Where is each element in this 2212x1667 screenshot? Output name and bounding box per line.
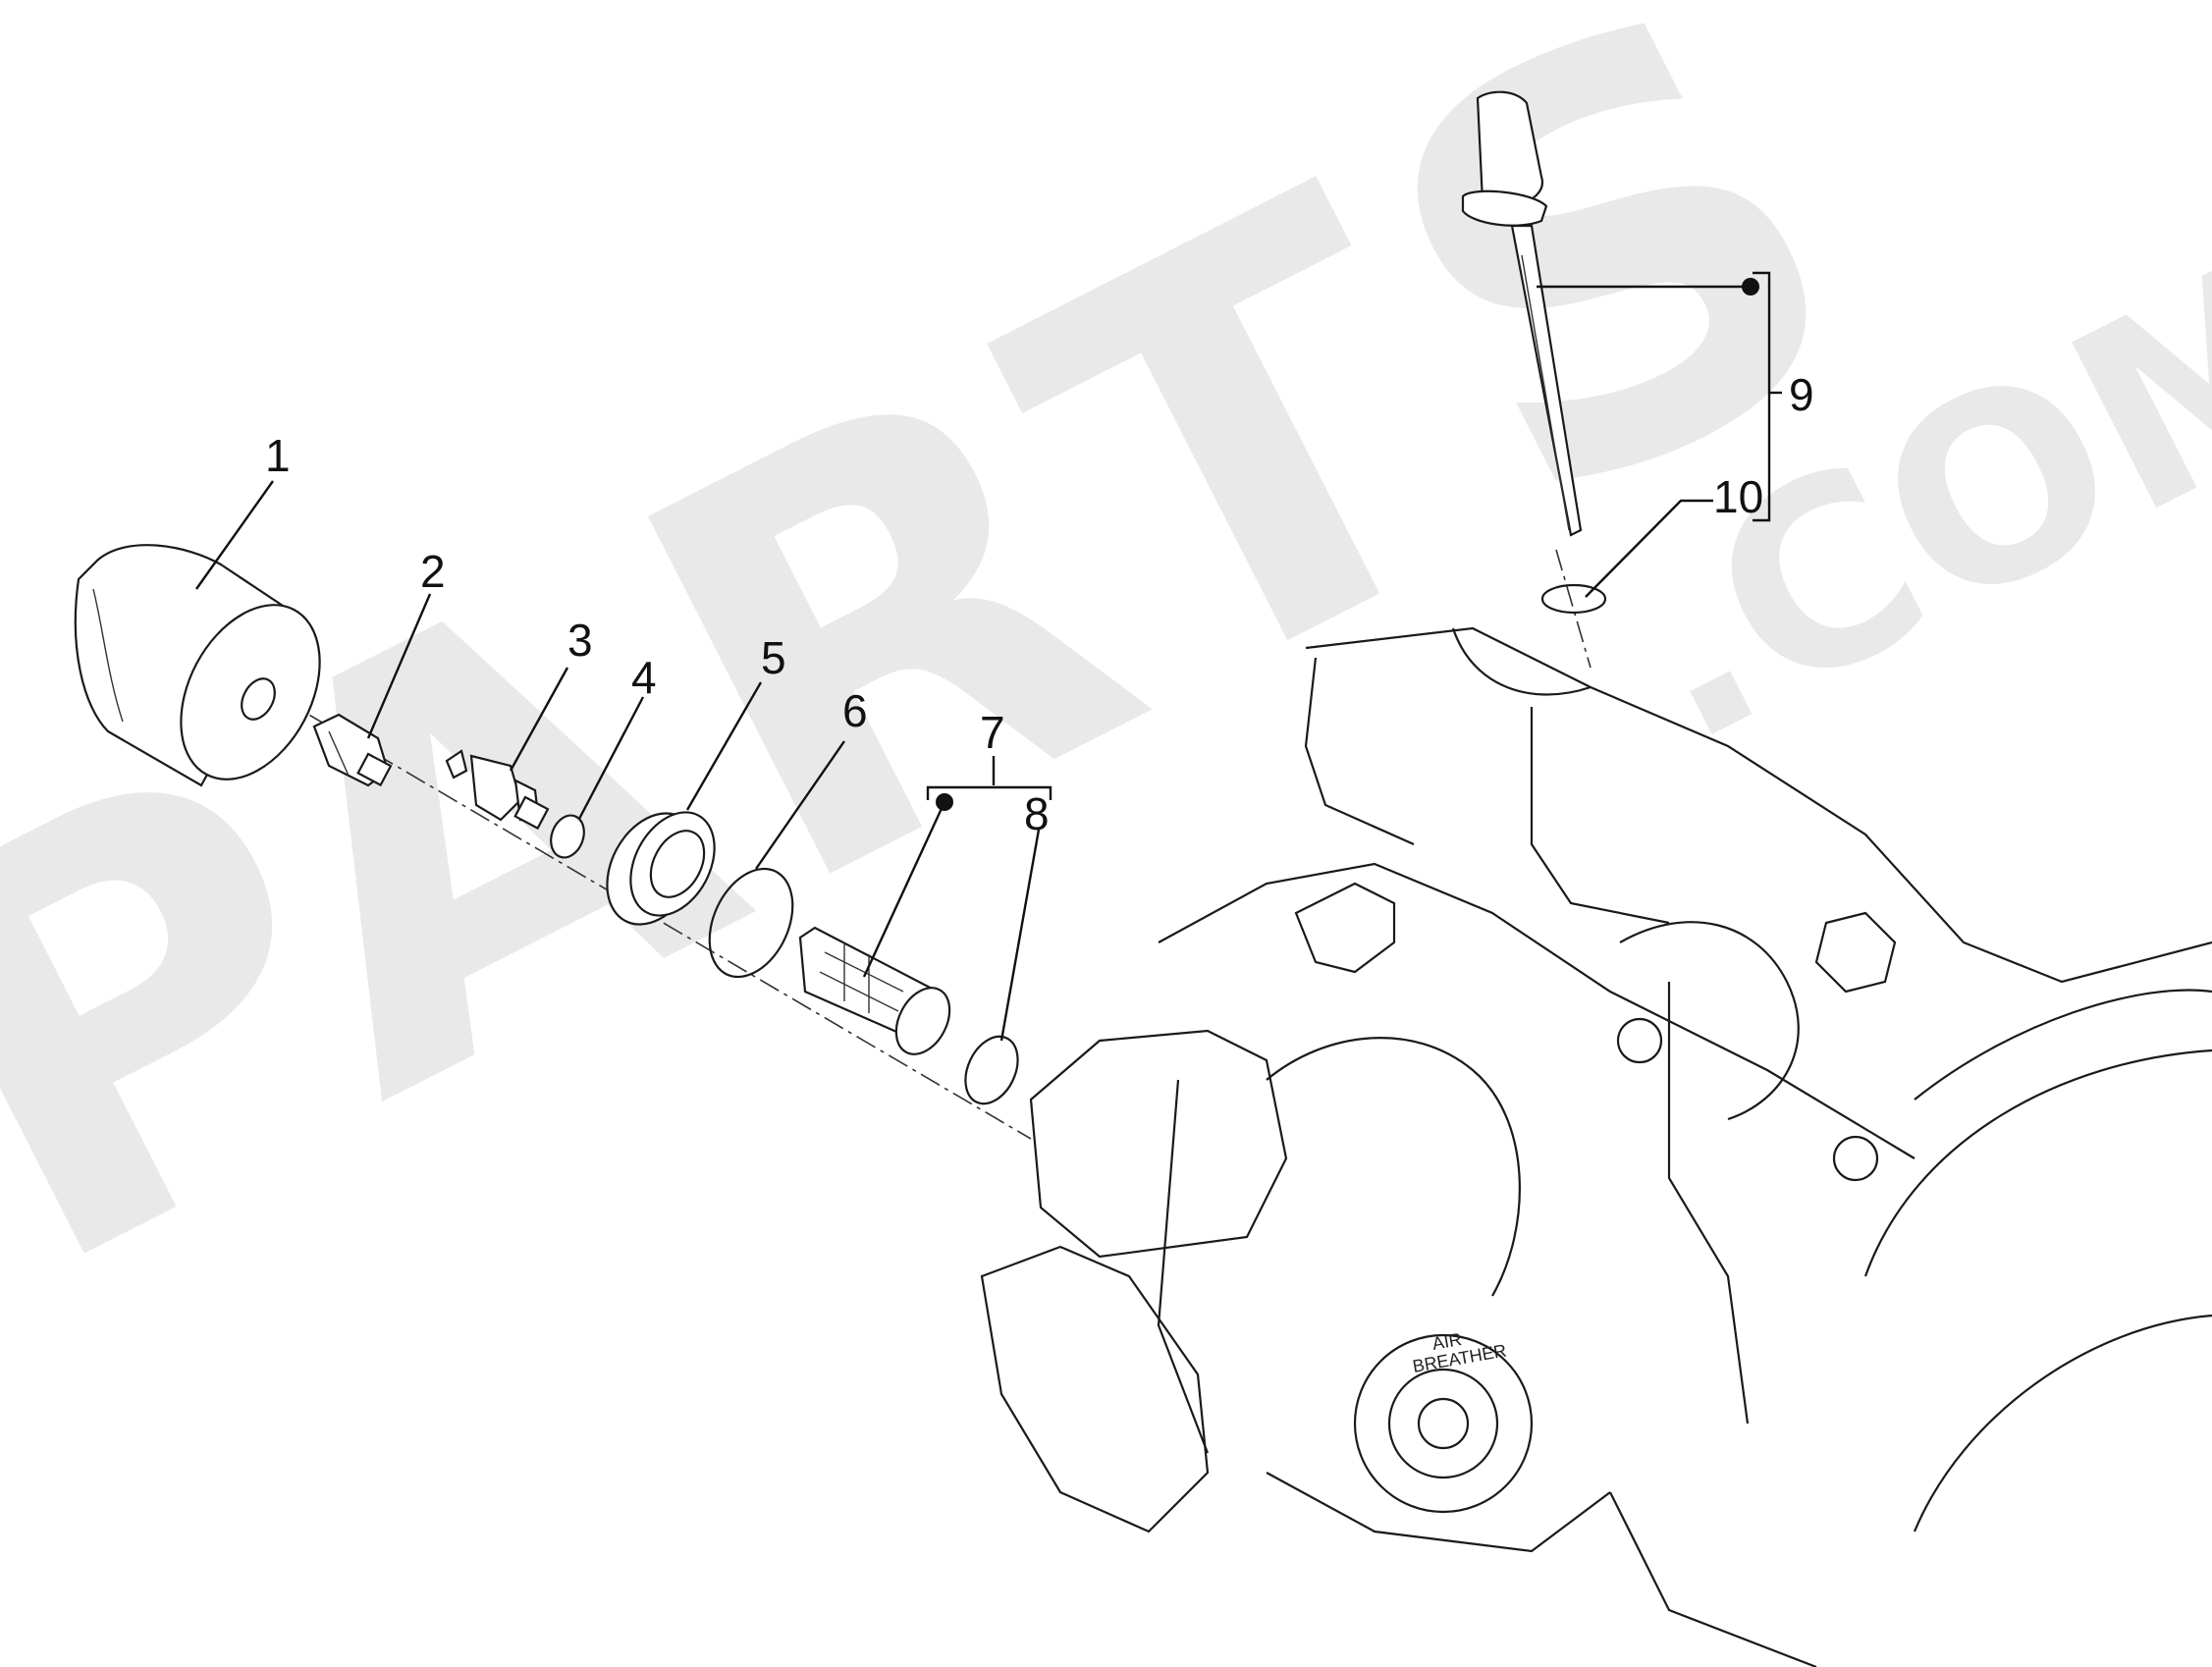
part-o-ring-small [964, 1035, 1019, 1105]
callout-5: 5 [761, 632, 786, 683]
part-o-ring-large [708, 867, 794, 979]
part-filter-cap [606, 811, 716, 926]
callout-9: 9 [1789, 369, 1814, 420]
part-dipstick [1461, 90, 1583, 537]
callout-6: 6 [842, 685, 868, 736]
callout-4: 4 [631, 652, 657, 703]
part-washer [550, 814, 585, 859]
engine-assembly [980, 626, 2212, 1667]
part-strainer [798, 926, 951, 1055]
callout-3: 3 [567, 615, 593, 666]
callout-8: 8 [1024, 788, 1050, 839]
callout-7: 7 [980, 707, 1005, 758]
part-fitting [312, 713, 393, 787]
callout-10: 10 [1713, 471, 1763, 522]
watermark: PARTS .COM [0, 0, 2212, 1393]
part-dipstick-o-ring [1540, 583, 1607, 615]
leader-lines [195, 271, 1782, 1042]
callout-1: 1 [265, 430, 291, 481]
part-pressure-sensor [445, 749, 550, 831]
callout-2: 2 [420, 546, 446, 597]
dipstick-axis [1555, 549, 1592, 669]
part-oil-filter [74, 544, 321, 787]
callouts: 1 2 3 4 5 6 7 8 9 10 [265, 369, 1814, 839]
callout-9-dot [1742, 278, 1759, 296]
